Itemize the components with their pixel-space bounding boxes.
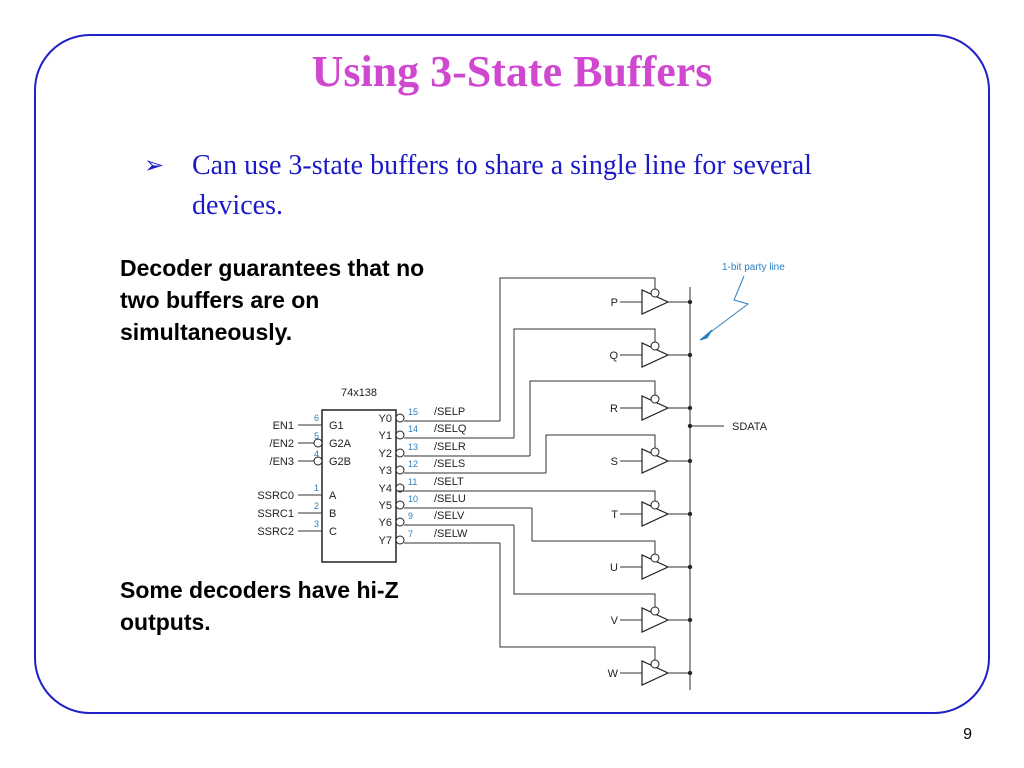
inversion-bubble [395,430,405,440]
buffer-input-label: P [611,297,618,309]
inversion-bubble [395,448,405,458]
enable-bubble [650,288,660,298]
output-pin-name: Y6 [379,517,392,529]
buffer-input-label: Q [609,350,618,362]
enable-wire [499,543,656,661]
enable-wire [513,525,656,608]
inversion-bubble [395,483,405,493]
enable-bubble [650,500,660,510]
output-signal-label: /SELP [434,406,465,418]
enable-wire [499,277,656,421]
pin-number: 9 [408,511,413,521]
decoder-note: Decoder guarantees that no two buffers a… [120,255,425,345]
enable-bubble [650,447,660,457]
output-signal-label: /SELT [434,476,464,488]
enable-wire [531,508,656,555]
pin-number: 7 [408,529,413,539]
bullet-text: Can use 3-state buffers to share a singl… [192,150,812,221]
page-number: 9 [963,726,972,743]
arrowhead-icon [699,329,713,341]
arrow-bullet-icon: ➢ [144,153,165,179]
output-pin-name: Y2 [379,448,392,460]
pin-number: 2 [314,501,319,511]
pin-number: 15 [408,407,418,417]
output-pin-name: Y4 [379,483,392,495]
pin-number: 5 [314,431,319,441]
input-signal-label: /EN3 [270,456,294,468]
output-signal-label: /SELV [434,510,465,522]
sdata-label: SDATA [732,421,768,433]
pin-name: G2A [329,438,352,450]
enable-wire [529,380,656,456]
buffer-input-label: T [611,509,618,521]
input-signal-label: SSRC2 [257,526,294,538]
output-pin-name: Y0 [379,413,392,425]
enable-wire [513,328,656,438]
buffer-input-label: V [611,615,619,627]
pin-number: 1 [314,483,319,493]
inversion-bubble [313,456,323,466]
output-signal-label: /SELW [434,528,468,540]
enable-bubble [650,659,660,669]
output-signal-label: /SELS [434,458,465,470]
output-pin-name: Y7 [379,535,392,547]
enable-bubble [650,394,660,404]
inversion-bubble [395,517,405,527]
annotation-arrow [707,275,750,335]
slide-title: Using 3-State Buffers [311,47,713,96]
output-signal-label: /SELQ [434,423,467,435]
party-line-label: 1-bit party line [722,262,785,273]
pin-number: 6 [314,413,319,423]
input-signal-label: SSRC0 [257,490,294,502]
enable-wire [398,490,656,502]
pin-name: A [329,490,337,502]
enable-bubble [650,553,660,563]
inversion-bubble [395,413,405,423]
pin-number: 12 [408,459,418,469]
pin-number: 14 [408,424,418,434]
pin-number: 10 [408,494,418,504]
hiz-note: Some decoders have hi-Z outputs. [120,577,399,635]
output-pin-name: Y5 [379,500,392,512]
inversion-bubble [395,500,405,510]
buffer-input-label: W [608,668,619,680]
pin-name: B [329,508,336,520]
buffer-input-label: U [610,562,618,574]
buffer-input-label: R [610,403,618,415]
input-signal-label: /EN2 [270,438,294,450]
slide-frame [34,34,990,714]
pin-number: 11 [408,477,417,487]
pin-number: 13 [408,442,418,452]
pin-name: G2B [329,456,351,468]
input-signal-label: SSRC1 [257,508,294,520]
inversion-bubble [395,465,405,475]
output-pin-name: Y3 [379,465,392,477]
input-signal-label: EN1 [273,420,294,432]
enable-bubble [650,606,660,616]
pin-number: 4 [314,449,319,459]
buffer-input-label: S [611,456,618,468]
pin-name: C [329,526,337,538]
junction-dot [687,423,693,429]
pin-number: 3 [314,519,319,529]
inversion-bubble [395,535,405,545]
chip-name: 74x138 [341,387,377,399]
inversion-bubble [313,438,323,448]
output-signal-label: /SELU [434,493,466,505]
output-pin-name: Y1 [379,430,392,442]
enable-bubble [650,341,660,351]
output-signal-label: /SELR [434,441,466,453]
pin-name: G1 [329,420,344,432]
enable-wire [545,434,656,473]
